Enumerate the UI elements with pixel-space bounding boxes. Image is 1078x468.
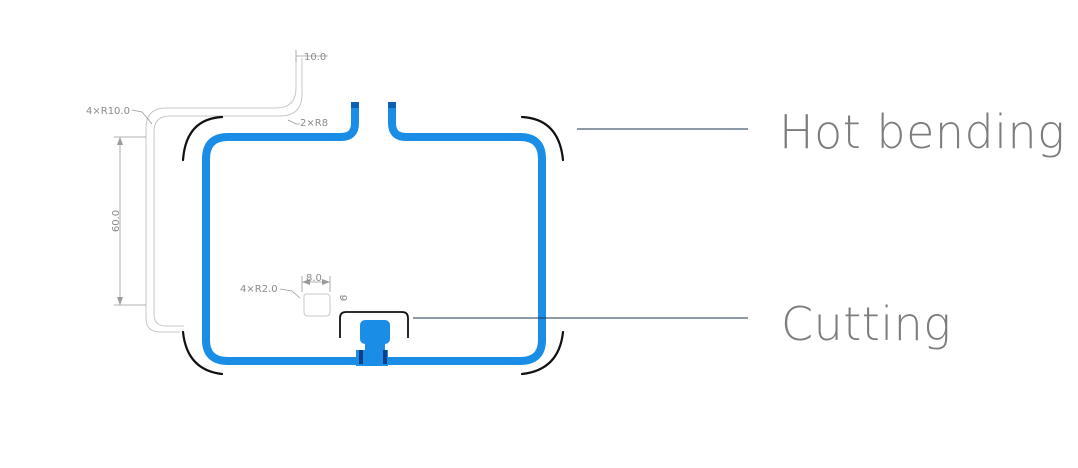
outline-tab [303, 293, 331, 317]
bracket-bottom-right [520, 330, 565, 376]
frame-end-right [388, 102, 396, 108]
cutting-tab-joint [356, 350, 388, 366]
dimension-tab-width: 8.0 [306, 273, 322, 284]
cutting-bracket [339, 311, 409, 338]
frame-right-half [370, 106, 546, 365]
frame-left-half [202, 106, 370, 365]
cutting-tab-line-right [383, 350, 387, 364]
bracket-top-left [181, 115, 224, 162]
frame-end-left [351, 102, 359, 108]
cutting-label: Cutting [781, 297, 951, 351]
outline-profile-inner [153, 58, 303, 327]
bending-brackets [181, 115, 565, 376]
cutting-tab [339, 311, 409, 366]
bracket-bottom-left [181, 330, 224, 376]
bracket-top-right [520, 115, 565, 162]
dimension-tab-radius: 4×R2.0 [240, 284, 278, 295]
dimension-height: 60.0 [111, 210, 122, 232]
cutting-tab-neck [365, 344, 385, 350]
cutting-tab-head [360, 320, 390, 344]
dimension-inner-radius: 2×R8 [300, 118, 328, 129]
dimension-outer-radius: 4×R10.0 [86, 106, 130, 117]
dimension-lines [114, 50, 346, 306]
dimension-tab-height: 6 [339, 295, 350, 301]
hot-bending-label: Hot bending [779, 105, 1065, 159]
outline-profile [145, 58, 297, 333]
bent-wire-frame [202, 102, 546, 365]
dimension-drawing [145, 58, 331, 333]
dimension-arrows [117, 137, 330, 305]
dimension-top-width: 10.0 [304, 52, 326, 63]
cutting-tab-line-left [359, 350, 363, 364]
